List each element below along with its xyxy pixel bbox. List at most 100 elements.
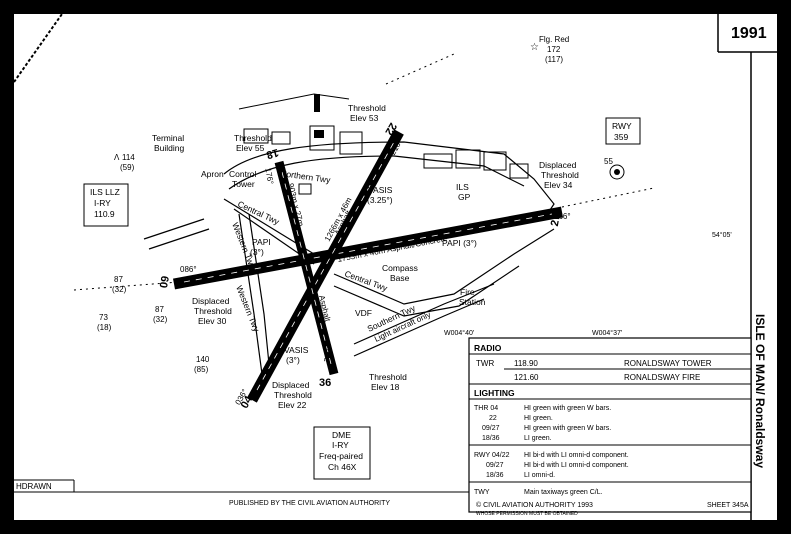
lighting-rwy-1-a: RWY 04/22 — [474, 452, 510, 459]
buildings — [243, 125, 529, 195]
heading-176: 176° — [263, 167, 275, 185]
rwy-359-title: RWY — [612, 121, 632, 131]
ils-llz-title: ILS LLZ — [90, 187, 120, 197]
compass-base-label-2: Base — [390, 273, 410, 283]
obstacle-2-elev: 87 — [114, 275, 123, 284]
obstacle-1-elev: 114 — [122, 153, 135, 162]
year-box: 1991 — [717, 14, 777, 53]
vasis-bottom-label: VASIS — [284, 345, 309, 355]
papi-right-label: PAPI (3°) — [442, 238, 477, 248]
map-labels: Terminal Building Threshold Elev 55 Thre… — [152, 103, 579, 410]
western-twy-label-2: Western Twy — [234, 284, 262, 334]
runway-label-18: 18 — [265, 146, 280, 161]
obstacle-3-elev: 87 — [155, 305, 164, 314]
lighting-thr-3-a: 09/27 — [482, 425, 500, 432]
compass-base-label: Compass — [382, 263, 418, 273]
lighting-thr-2-b: HI green. — [524, 415, 553, 422]
lighting-rwy-1-b: HI bi-d with LI omni-d component. — [524, 452, 629, 459]
threshold-55-label: Threshold — [234, 133, 272, 143]
obstacles: Λ 114 (59) 87 (32) 87 (32) 73 (18) 140 (… — [97, 153, 210, 374]
displaced-22-thr: Threshold — [274, 390, 312, 400]
obstacle-3-height: (32) — [153, 315, 168, 324]
obstacle-4-height: (18) — [97, 323, 112, 332]
radio-row-1-name: RONALDSWAY TOWER — [624, 359, 712, 368]
papi-left-label: PAPI — [252, 237, 271, 247]
dme-box: DME I-RY Freq-paired Ch 46X — [313, 426, 371, 480]
displaced-34-elev: Elev 34 — [544, 180, 573, 190]
runway-label-27: 27 — [549, 213, 563, 227]
lighting-rwy-2-a: 09/27 — [486, 462, 504, 469]
sheet-label: SHEET 345A — [707, 502, 749, 509]
dme-ident: I-RY — [332, 440, 349, 450]
runway-label-09: 09 — [158, 275, 172, 289]
radio-row-1-id: TWR — [476, 359, 494, 368]
radio-header: RADIO — [474, 343, 502, 353]
fire-station-label-2: Station — [459, 297, 486, 307]
lighting-thr-2-a: 22 — [489, 415, 497, 422]
obstacle-5-height: (85) — [194, 365, 209, 374]
displaced-22-label: Displaced — [272, 380, 310, 390]
displaced-22-elev: Elev 22 — [278, 400, 307, 410]
radio-row-1-freq: 118.90 — [514, 359, 538, 368]
apron-label: Apron — [201, 169, 224, 179]
chart-frame: 1991 ISLE OF MAN/ Ronaldsway W004°40' W0… — [12, 12, 779, 522]
aerodrome-chart: 1991 ISLE OF MAN/ Ronaldsway W004°40' W0… — [13, 13, 777, 520]
lighting-rwy-3-b: LI omni-d. — [524, 472, 555, 479]
grid-label-1: W004°40' — [444, 329, 474, 337]
year-label: 1991 — [731, 25, 767, 42]
threshold-53-label: Threshold — [348, 103, 386, 113]
central-twy-label: Central Twy — [236, 199, 281, 227]
lighting-rwy-3-a: 18/36 — [486, 472, 504, 479]
displaced-30-thr: Threshold — [194, 306, 232, 316]
lighting-twy-a: TWY — [474, 489, 490, 496]
grid-label-2: W004°37' — [592, 329, 622, 337]
obstacle-icon: Λ — [114, 153, 120, 162]
dme-title: DME — [332, 430, 351, 440]
vasis-top-angle: (3.25°) — [367, 195, 393, 205]
runway-0927 — [172, 206, 564, 290]
runway-1836 — [274, 160, 339, 376]
dme-paired: Freq-paired — [319, 451, 363, 461]
displaced-34-thr: Threshold — [541, 170, 579, 180]
lighting-header: LIGHTING — [474, 388, 515, 398]
lighting-thr-4-a: 18/36 — [482, 435, 500, 442]
threshold-18-label: Threshold — [369, 372, 407, 382]
threshold-55-elev: Elev 55 — [236, 143, 265, 153]
control-tower-label-2: Tower — [232, 179, 255, 189]
threshold-53-elev: Elev 53 — [350, 113, 379, 123]
lighting-thr-1-b: HI green with green W bars. — [524, 405, 611, 412]
obstacle-55: 55 — [604, 157, 625, 180]
flg-red-height: (117) — [545, 55, 563, 64]
runway-0422 — [247, 129, 404, 403]
ils-llz-ident: I-RY — [94, 198, 111, 208]
obstacle-2-height: (32) — [112, 285, 127, 294]
dme-channel: Ch 46X — [328, 462, 357, 472]
extended-centreline — [73, 53, 655, 291]
flg-red-label: Flg. Red — [539, 35, 569, 44]
fire-station-label: Fire — [460, 287, 475, 297]
ils-gp-label-2: GP — [458, 192, 471, 202]
ils-llz-box: ILS LLZ I-RY 110.9 — [83, 183, 129, 227]
obstacle-55-label: 55 — [604, 157, 613, 166]
obstacle-5-elev: 140 — [196, 355, 210, 364]
radio-row-2-freq: 121.60 — [514, 373, 539, 382]
side-title: ISLE OF MAN/ Ronaldsway — [753, 314, 767, 468]
info-table: RADIO TWR 118.90 RONALDSWAY TOWER 121.60… — [468, 337, 752, 513]
lighting-thr-4-b: LI green. — [524, 435, 552, 442]
obstacle-4-elev: 73 — [99, 313, 108, 322]
ils-llz-freq: 110.9 — [94, 209, 115, 219]
displaced-30-label: Displaced — [192, 296, 230, 306]
lighting-rwy-2-b: HI bi-d with LI omni-d component. — [524, 462, 629, 469]
withdrawn-label: HDRAWN — [16, 482, 52, 491]
rwy-359-box: RWY 359 — [605, 117, 641, 145]
terminal-label: Terminal — [152, 133, 184, 143]
papi-left-angle: (3°) — [250, 247, 264, 257]
rwy-359-value: 359 — [614, 132, 628, 142]
vasis-bottom-angle: (3°) — [286, 355, 300, 365]
copyright-label: © CIVIL AVIATION AUTHORITY 1993 — [476, 501, 593, 509]
radio-row-2-name: RONALDSWAY FIRE — [624, 373, 700, 382]
heading-356: 356° — [322, 345, 335, 363]
ils-gp-label: ILS — [456, 182, 469, 192]
displaced-34-label: Displaced — [539, 160, 577, 170]
copyright-label-2: WHOSE PERMISSION MUST BE OBTAINED — [476, 511, 578, 517]
